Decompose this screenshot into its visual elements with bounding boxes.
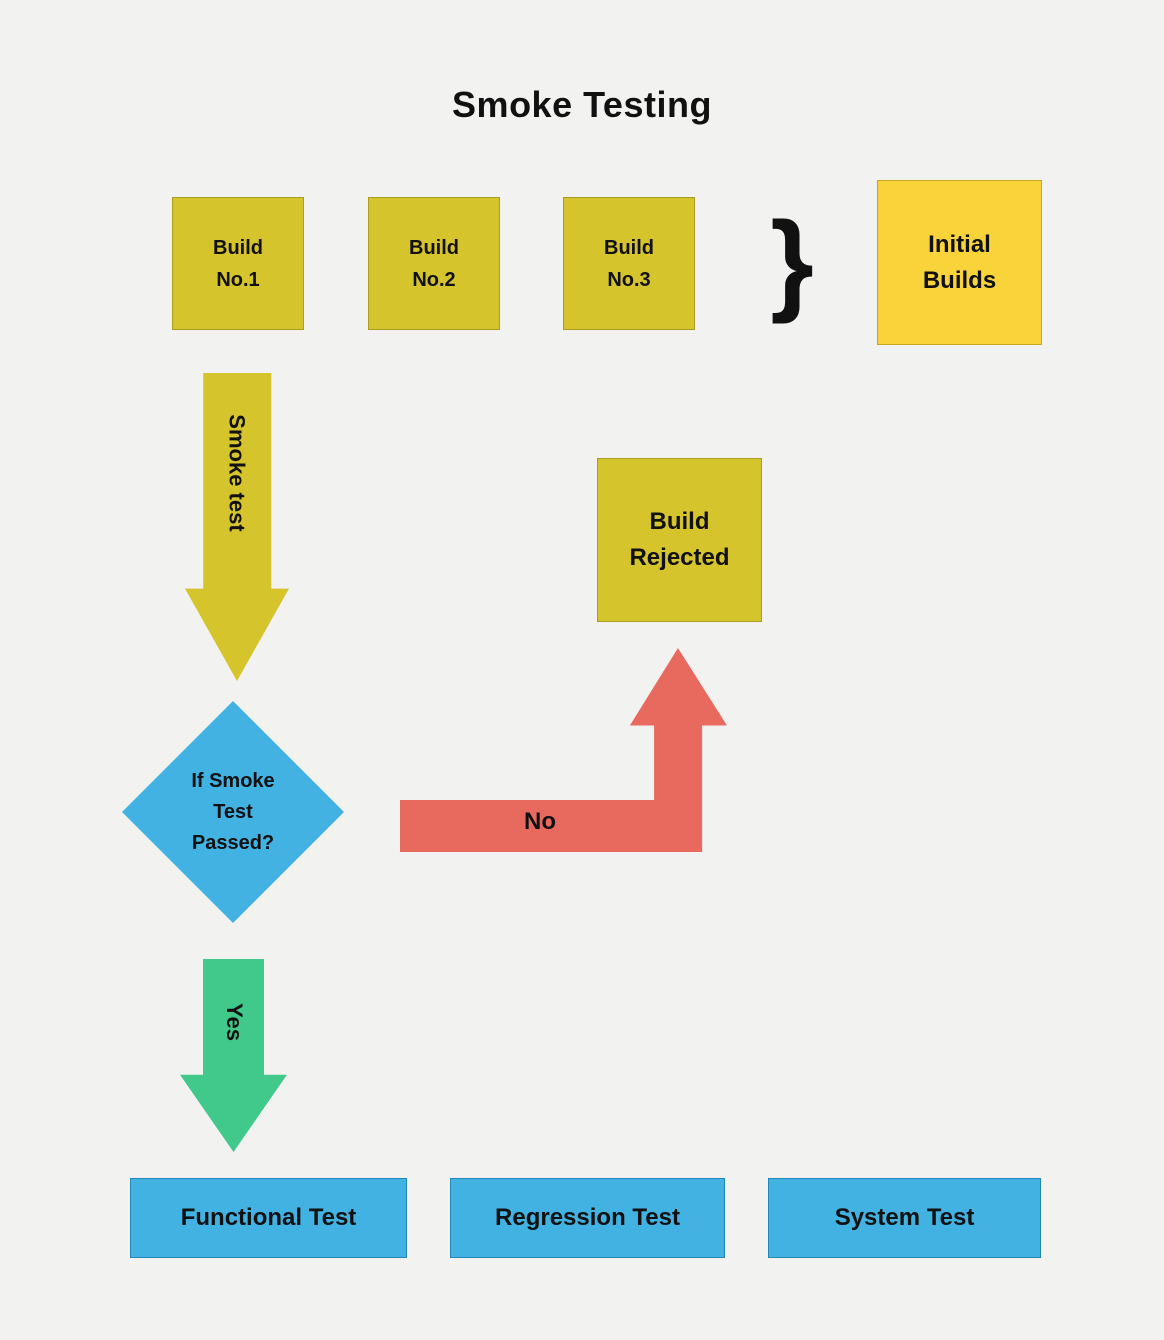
- smoke-test-arrow-label: Smoke test: [225, 414, 251, 532]
- yes-arrow-label: Yes: [221, 1002, 247, 1041]
- initial-builds-box: Initial Builds: [877, 180, 1042, 345]
- yes-arrow-label-wrap: Yes: [180, 959, 287, 1084]
- smoke-test-down-arrow: Smoke test: [185, 373, 289, 681]
- build-no3-box: Build No.3: [563, 197, 695, 330]
- decision-diamond: If Smoke Test Passed?: [122, 701, 344, 923]
- system-test-box: System Test: [768, 1178, 1041, 1258]
- build-no1-box: Build No.1: [172, 197, 304, 330]
- functional-test-box: Functional Test: [130, 1178, 407, 1258]
- build-rejected-box: Build Rejected: [597, 458, 762, 622]
- diagram-title: Smoke Testing: [452, 84, 712, 125]
- yes-branch-arrow: Yes: [180, 959, 287, 1152]
- smoke-test-arrow-label-wrap: Smoke test: [185, 373, 289, 573]
- regression-test-box: Regression Test: [450, 1178, 725, 1258]
- build-no2-box: Build No.2: [368, 197, 500, 330]
- curly-brace-icon: }: [770, 199, 814, 324]
- no-branch-label: No: [524, 808, 556, 835]
- decision-label: If Smoke Test Passed?: [191, 769, 275, 854]
